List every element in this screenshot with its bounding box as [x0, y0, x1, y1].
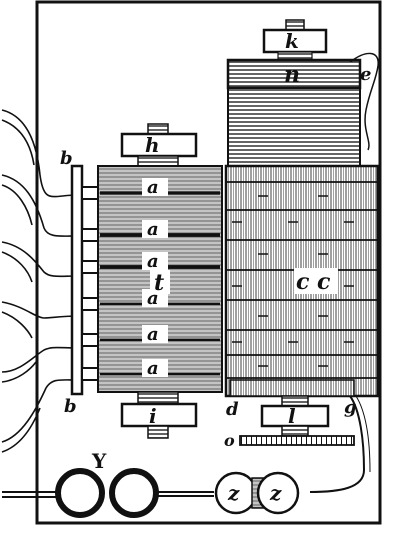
- right-coil-assembly: [226, 19, 379, 167]
- bottom-circuit: [2, 468, 300, 518]
- label-i: i: [149, 404, 157, 428]
- label-o: o: [224, 431, 235, 450]
- label-a-4: a: [147, 288, 159, 309]
- label-k: k: [285, 29, 299, 53]
- label-z-left: z: [227, 481, 240, 505]
- coil-z-right: [256, 471, 300, 515]
- wire-g: [309, 395, 366, 493]
- lower-gear-assembly: [239, 395, 355, 446]
- label-a-3: a: [147, 251, 159, 272]
- label-cc: c c: [296, 269, 331, 295]
- label-d: d: [226, 399, 239, 420]
- label-a-6: a: [147, 358, 159, 379]
- bottom-bearing-i: [120, 402, 198, 428]
- terminal-strip: [70, 164, 84, 396]
- label-a-1: a: [147, 177, 159, 198]
- label-n: n: [284, 62, 300, 88]
- label-a-5: a: [147, 324, 159, 345]
- diagram-labels: b b h a a a a a a t i k n e c c d l g o …: [60, 29, 371, 505]
- label-z-right: z: [269, 481, 282, 505]
- gear-wheel-o: [239, 435, 355, 446]
- commutator-cc: [224, 164, 380, 398]
- label-t: t: [154, 270, 164, 296]
- label-b-top: b: [60, 148, 73, 169]
- label-e: e: [360, 64, 371, 85]
- label-g: g: [344, 397, 357, 418]
- ring-Y-right: [109, 468, 159, 518]
- coil-winding: [227, 87, 361, 167]
- label-l: l: [288, 404, 296, 428]
- ring-Y-left: [55, 468, 105, 518]
- lead-wires: [1, 109, 79, 453]
- label-a-2: a: [147, 219, 159, 240]
- label-h: h: [145, 133, 160, 157]
- label-Y: Y: [91, 449, 107, 473]
- coil-cap-n: [226, 58, 362, 90]
- label-b-bottom: b: [64, 396, 77, 417]
